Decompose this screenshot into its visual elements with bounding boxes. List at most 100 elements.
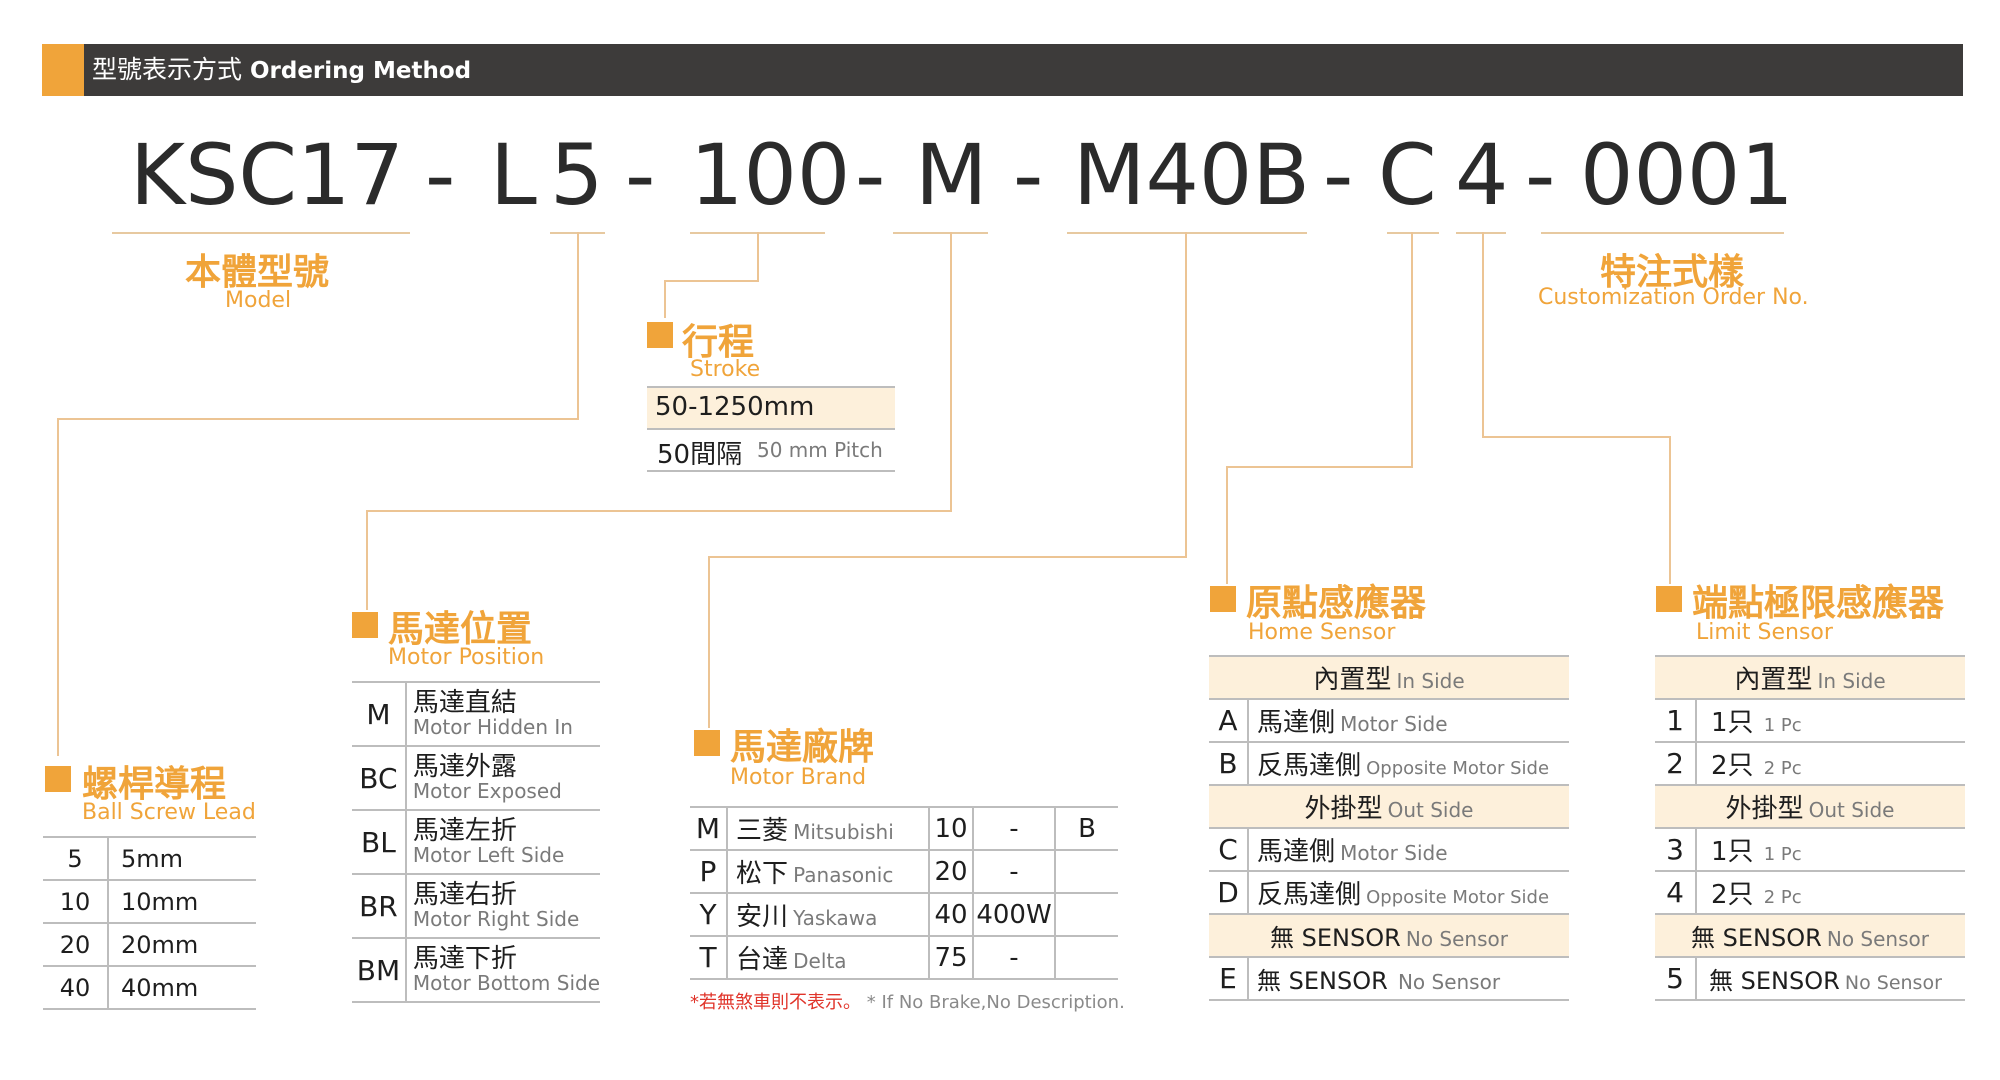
table-row: P 松下 Panasonic 20 - [690,850,1118,894]
code-part-12: 4 [1455,126,1509,224]
home-sensor-table: 內置型 In Side A 馬達側 Motor Side B 反馬達側 Oppo… [1209,655,1569,1001]
motor-brand-title: 馬達廠牌 [730,727,875,768]
home-none-cn: 無 SENSOR [1270,924,1401,952]
limit-code: 5 [1655,957,1697,1001]
limit-code: 2 [1655,742,1697,786]
motor-brand-brake [1055,936,1118,980]
custom-subtitle: Customization Order No. [1538,285,1809,310]
lead-title: 螺桿導程 [82,764,227,805]
code-part-11: C [1378,126,1437,224]
code-part-5: 100 [690,126,851,224]
motor-brand-en: Yaskawa [793,906,878,930]
home-en: Opposite Motor Side [1366,758,1550,779]
home-out-cn: 外掛型 [1304,794,1383,824]
limit-in-cn: 內置型 [1734,665,1813,695]
connector-motor-brand [708,556,710,728]
connector-home-sensor [1226,466,1413,468]
code-part-3: 5 [550,126,604,224]
home-cn: 反馬達側 [1257,880,1362,910]
table-row: 20 20mm [43,923,256,967]
table-row: B 反馬達側 Opposite Motor Side [1209,742,1569,786]
stroke-range: 50-1250mm [655,392,815,422]
limit-cn: 1只 [1711,708,1754,738]
limit-en: 2 Pc [1763,758,1802,779]
home-code: E [1209,957,1249,1001]
lead-code: 20 [43,923,109,967]
connector-stroke [664,280,759,282]
code-dash-6: - [855,126,886,224]
code-part-14: 0001 [1580,126,1794,224]
stroke-pitch-en: 50 mm Pitch [757,438,883,462]
model-title: 本體型號 [185,252,330,293]
home-en: No Sensor [1397,970,1501,994]
motor-brand-en: Mitsubishi [793,820,894,844]
lead-table: 5 5mm 10 10mm 20 20mm 40 40mm [43,836,256,1010]
table-row: 無 SENSOR No Sensor [1209,914,1569,958]
header-accent [42,44,84,96]
table-row: Y 安川 Yaskawa 40 400W [690,893,1118,937]
lead-code: 10 [43,880,109,924]
header-bar: 型號表示方式 Ordering Method [42,44,1963,96]
limit-code: 3 [1655,828,1697,872]
connector-motor-position [366,510,952,512]
connector-limit-sensor [1669,436,1671,584]
home-en: Motor Side [1340,712,1448,736]
motor-brand-code: M [690,807,728,851]
lead-marker [45,766,71,792]
motor-brand-en: Delta [793,949,847,973]
limit-none-cn: 無 SENSOR [1691,924,1822,952]
limit-en: 2 Pc [1763,887,1802,908]
table-row: 內置型 In Side [1209,656,1569,700]
table-row: M 三菱 Mitsubishi 10 - B [690,807,1118,851]
motor-brand-code: Y [690,893,728,937]
stroke-range-row: 50-1250mm [647,386,895,430]
header-title-cn: 型號表示方式 [92,55,243,84]
table-row: 2 2只 2 Pc [1655,742,1965,786]
connector-motor-position [366,510,368,610]
home-out-en: Out Side [1387,798,1474,822]
lead-value: 10mm [108,880,256,924]
motor-brand-num: 10 [929,807,974,851]
motor-brand-note: *若無煞車則不表示。 * If No Brake,No Description. [690,988,1125,1014]
motor-brand-watt: 400W [973,893,1056,937]
home-cn: 反馬達側 [1257,751,1362,781]
table-row: 無 SENSOR No Sensor [1655,914,1965,958]
limit-en: No Sensor [1844,972,1942,994]
home-cn: 馬達側 [1257,837,1336,867]
motor-position-cn: 馬達外露 [412,751,517,782]
underline-motor-brand [1067,232,1307,234]
motor-position-cn: 馬達直結 [412,687,517,718]
motor-brand-note-en: * If No Brake,No Description. [866,992,1125,1013]
motor-position-en: Motor Left Side [412,843,565,868]
home-cn: 無 SENSOR [1257,967,1388,995]
motor-brand-brake: B [1055,807,1118,851]
connector-lead [57,418,579,420]
home-none-en: No Sensor [1405,927,1508,951]
table-row: A 馬達側 Motor Side [1209,699,1569,743]
underline-custom [1541,232,1784,234]
limit-none-en: No Sensor [1826,927,1929,951]
code-dash-10: - [1323,126,1354,224]
table-row: 5 5mm [43,837,256,881]
connector-motor-brand [1185,232,1187,558]
motor-brand-code: P [690,850,728,894]
code-dash-8: - [1013,126,1044,224]
custom-title: 特注式樣 [1600,252,1745,293]
table-row: M 馬達直結 Motor Hidden In [352,682,600,747]
stroke-pitch-cn: 50間隔 [657,440,743,470]
table-row: 3 1只 1 Pc [1655,828,1965,872]
table-row: 外掛型 Out Side [1655,785,1965,829]
limit-sensor-subtitle: Limit Sensor [1696,620,1833,645]
table-row: C 馬達側 Motor Side [1209,828,1569,872]
code-dash-13: - [1525,126,1556,224]
motor-brand-code: T [690,936,728,980]
motor-position-code: BM [352,938,407,1003]
motor-brand-cn: 台達 [736,945,789,975]
limit-out-en: Out Side [1808,798,1895,822]
limit-cn: 2只 [1711,880,1754,910]
table-row: 4 2只 2 Pc [1655,871,1965,915]
lead-code: 40 [43,966,109,1010]
home-cn: 馬達側 [1257,708,1336,738]
motor-brand-table: M 三菱 Mitsubishi 10 - B P 松下 Panasonic 20… [690,806,1118,980]
table-row: BL 馬達左折 Motor Left Side [352,810,600,875]
